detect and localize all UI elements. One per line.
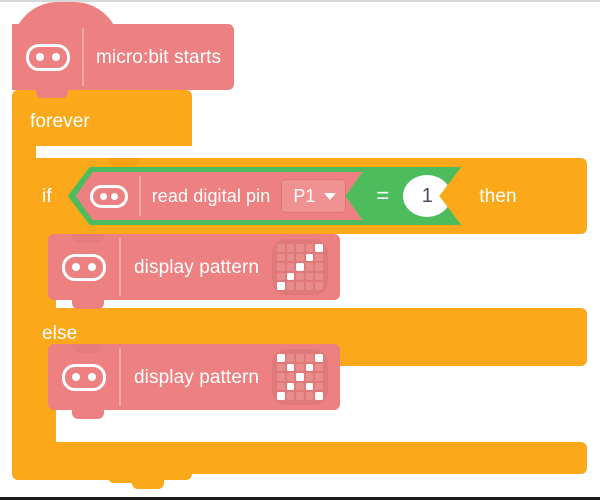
led-cell-r1-c0[interactable]: [277, 363, 285, 372]
led-matrix-then[interactable]: [272, 239, 329, 295]
led-cell-r2-c3[interactable]: [305, 373, 314, 381]
led-cell-r3-c3[interactable]: [305, 272, 314, 281]
led-cell-r4-c4[interactable]: [315, 282, 324, 290]
pin-dropdown[interactable]: P1: [281, 179, 346, 213]
if-bottom-notch: [108, 474, 140, 483]
led-cell-r2-c0[interactable]: [277, 373, 285, 381]
microbit-face-icon: [90, 185, 128, 208]
if-header-row[interactable]: if read digital pin P1 = 1 then: [24, 158, 587, 234]
forever-bottom-notch: [132, 480, 164, 489]
led-cell-r4-c0[interactable]: [277, 282, 285, 290]
led-cell-r1-c4[interactable]: [315, 253, 324, 262]
led-cell-r1-c0[interactable]: [277, 253, 285, 262]
led-cell-r3-c4[interactable]: [315, 382, 324, 391]
chevron-down-icon: [324, 193, 336, 200]
icon-divider: [139, 176, 141, 216]
led-cell-r1-c2[interactable]: [296, 253, 304, 262]
led-cell-r4-c1[interactable]: [286, 282, 295, 290]
display-pattern-label: display pattern: [134, 366, 260, 388]
led-cell-r4-c3[interactable]: [305, 282, 314, 290]
led-cell-r4-c2[interactable]: [296, 282, 304, 290]
led-cell-r0-c1[interactable]: [286, 244, 295, 252]
microbit-face-icon: [62, 363, 106, 391]
statement-top-notch: [72, 344, 104, 353]
led-cell-r0-c0[interactable]: [277, 244, 285, 252]
led-cell-r2-c0[interactable]: [277, 263, 285, 271]
display-pattern-block-then[interactable]: display pattern: [48, 234, 340, 309]
led-cell-r1-c1[interactable]: [286, 253, 295, 262]
if-label: if: [42, 185, 52, 207]
led-cell-r0-c2[interactable]: [296, 244, 304, 252]
led-cell-r2-c2[interactable]: [296, 263, 304, 271]
led-cell-r4-c1[interactable]: [286, 392, 295, 400]
forever-label: forever: [30, 111, 90, 132]
led-cell-r4-c2[interactable]: [296, 392, 304, 400]
led-cell-r2-c1[interactable]: [286, 263, 295, 271]
led-cell-r1-c3[interactable]: [305, 363, 314, 372]
led-cell-r3-c1[interactable]: [286, 382, 295, 391]
led-cell-r2-c4[interactable]: [315, 263, 324, 271]
led-cell-r1-c2[interactable]: [296, 363, 304, 372]
led-cell-r0-c2[interactable]: [296, 354, 304, 362]
if-top-notch: [108, 158, 140, 167]
led-cell-r4-c3[interactable]: [305, 392, 314, 400]
statement-bottom-notch: [72, 410, 104, 419]
hat-dome: [12, 2, 120, 48]
hat-bottom-notch: [36, 89, 68, 98]
led-cell-r0-c3[interactable]: [305, 244, 314, 252]
led-cell-r0-c0[interactable]: [277, 354, 285, 362]
microbit-face-icon: [62, 253, 106, 281]
led-cell-r3-c4[interactable]: [315, 272, 324, 281]
led-cell-r0-c4[interactable]: [315, 354, 324, 362]
read-digital-pin-block[interactable]: read digital pin P1: [76, 172, 363, 220]
if-block-footer: [24, 442, 587, 483]
led-matrix-else[interactable]: [272, 349, 329, 405]
read-digital-pin-label: read digital pin: [151, 186, 271, 206]
pin-dropdown-value: P1: [293, 186, 316, 206]
led-cell-r2-c2[interactable]: [296, 373, 304, 381]
led-cell-r0-c1[interactable]: [286, 354, 295, 362]
microbit-starts-label: micro:bit starts: [96, 46, 222, 68]
led-cell-r3-c0[interactable]: [277, 382, 285, 391]
led-cell-r2-c4[interactable]: [315, 373, 324, 381]
statement-bottom-notch: [72, 300, 104, 309]
led-cell-r2-c3[interactable]: [305, 263, 314, 271]
display-pattern-block-else[interactable]: display pattern: [48, 344, 340, 419]
led-cell-r3-c2[interactable]: [296, 382, 304, 391]
led-cell-r1-c1[interactable]: [286, 363, 295, 372]
equals-operator: =: [376, 183, 390, 208]
microbit-starts-hat-block[interactable]: micro:bit starts: [12, 2, 234, 98]
else-label: else: [42, 323, 78, 344]
led-cell-r3-c3[interactable]: [305, 382, 314, 391]
led-cell-r2-c1[interactable]: [286, 373, 295, 381]
icon-divider: [119, 238, 121, 296]
led-cell-r0-c3[interactable]: [305, 354, 314, 362]
equals-comparison-block[interactable]: read digital pin P1 = 1: [68, 167, 462, 225]
led-cell-r4-c0[interactable]: [277, 392, 285, 400]
led-cell-r1-c3[interactable]: [305, 253, 314, 262]
then-label: then: [479, 185, 517, 207]
led-cell-r3-c1[interactable]: [286, 272, 295, 281]
microbit-face-icon: [26, 43, 70, 71]
led-cell-r0-c4[interactable]: [315, 244, 324, 252]
icon-divider: [82, 28, 84, 86]
led-cell-r3-c0[interactable]: [277, 272, 285, 281]
led-cell-r3-c2[interactable]: [296, 272, 304, 281]
compare-value-input[interactable]: 1: [403, 175, 451, 217]
led-cell-r4-c4[interactable]: [315, 392, 324, 400]
statement-top-notch: [72, 234, 104, 243]
display-pattern-label: display pattern: [134, 256, 260, 278]
led-cell-r1-c4[interactable]: [315, 363, 324, 372]
icon-divider: [119, 348, 121, 406]
